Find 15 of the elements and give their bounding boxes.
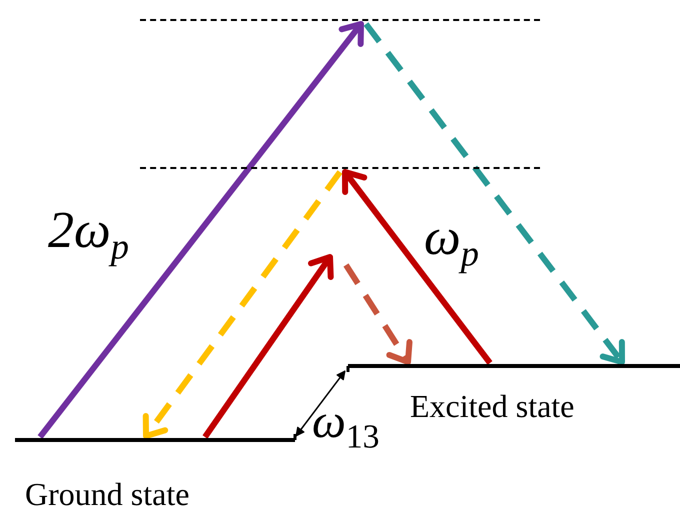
- virtual-level-line: [140, 19, 540, 21]
- edge-label: ω$_{p}$: [424, 212, 479, 272]
- arrow: [342, 169, 492, 365]
- arrow: [142, 170, 342, 439]
- level-label: Ground state: [25, 478, 190, 508]
- arrow: [343, 263, 412, 365]
- arrow: [202, 254, 334, 439]
- edge-label: 2ω$_{p}$: [48, 205, 129, 265]
- energy-level-line: [15, 438, 295, 508]
- arrow: [364, 22, 625, 365]
- arrow: [38, 21, 364, 439]
- level-label: Excited state: [410, 390, 574, 422]
- arrow: [295, 370, 346, 436]
- edge-label: ω$_{13}$: [312, 398, 380, 454]
- virtual-level-line: [140, 167, 540, 169]
